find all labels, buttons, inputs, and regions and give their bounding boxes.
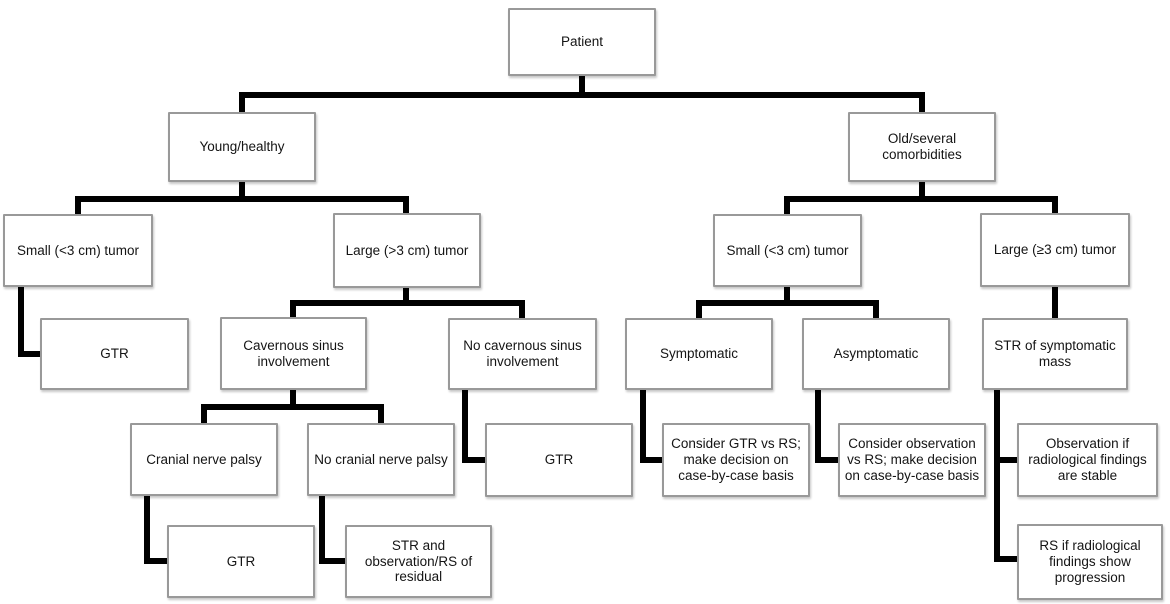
- node-cranial-nerve-palsy: Cranial nerve palsy: [130, 423, 278, 496]
- edge-segment: [290, 390, 296, 410]
- edge-segment: [579, 76, 585, 98]
- node-small-tumor-young-label: Small (<3 cm) tumor: [17, 242, 139, 258]
- edge-segment: [75, 196, 81, 214]
- edge-segment: [319, 496, 325, 564]
- node-rs-if-progression-label: RS if radiological findings show progres…: [1039, 538, 1141, 585]
- edge-segment: [403, 288, 409, 306]
- node-cavernous-involvement: Cavernous sinus involvement: [220, 317, 367, 390]
- node-asymptomatic-label: Asymptomatic: [833, 346, 919, 362]
- node-patient: Patient: [508, 8, 656, 76]
- edge-segment: [290, 300, 296, 317]
- edge-segment: [462, 457, 485, 463]
- node-consider-gtr-vs-rs: Consider GTR vs RS; make decision on cas…: [662, 423, 810, 497]
- edge-segment: [1052, 287, 1058, 318]
- edge-segment: [201, 404, 207, 423]
- node-no-cavernous-involvement: No cavernous sinus involvement: [448, 318, 597, 390]
- node-consider-observation-vs-rs: Consider observation vs RS; make decisio…: [838, 423, 986, 497]
- edge-segment: [144, 496, 150, 564]
- edge-segment: [919, 92, 925, 112]
- node-large-tumor-old: Large (≥3 cm) tumor: [980, 213, 1130, 287]
- node-str-observation-residual: STR and observation/RS of residual: [345, 525, 492, 598]
- edge-segment: [18, 287, 24, 357]
- edge-segment: [994, 556, 1017, 562]
- node-large-tumor-old-label: Large (≥3 cm) tumor: [993, 242, 1117, 258]
- node-large-tumor-young: Large (>3 cm) tumor: [333, 213, 481, 288]
- node-gtr-no-cavernous-label: GTR: [544, 452, 574, 468]
- node-no-cavernous-involvement-label: No cavernous sinus involvement: [463, 338, 582, 369]
- node-observation-if-stable-label: Observation if radiological findings are…: [1028, 436, 1147, 483]
- node-small-tumor-old: Small (<3 cm) tumor: [713, 214, 862, 287]
- edge-segment: [815, 390, 821, 463]
- edge-segment: [319, 558, 345, 564]
- node-symptomatic-label: Symptomatic: [659, 346, 739, 362]
- node-small-tumor-young: Small (<3 cm) tumor: [3, 214, 153, 287]
- edge-segment: [144, 558, 167, 564]
- node-symptomatic: Symptomatic: [625, 318, 773, 390]
- edge-segment: [239, 182, 245, 202]
- node-cavernous-involvement-label: Cavernous sinus involvement: [243, 337, 344, 369]
- edge-segment: [462, 390, 468, 463]
- edge-segment: [696, 300, 702, 318]
- edge-segment: [784, 196, 1058, 202]
- edge-segment: [994, 457, 1017, 463]
- node-gtr-cranial-palsy: GTR: [167, 525, 315, 598]
- edge-segment: [239, 92, 925, 98]
- node-young-healthy: Young/healthy: [168, 112, 316, 182]
- edge-segment: [873, 300, 879, 318]
- edge-segment: [1052, 196, 1058, 213]
- edge-segment: [519, 300, 525, 318]
- edge-segment: [640, 457, 662, 463]
- edge-segment: [75, 196, 409, 202]
- edge-segment: [201, 404, 384, 410]
- edge-segment: [239, 92, 245, 112]
- node-no-cranial-nerve-palsy-label: No cranial nerve palsy: [314, 451, 448, 467]
- node-patient-label: Patient: [560, 34, 604, 50]
- edge-segment: [815, 457, 838, 463]
- node-small-tumor-old-label: Small (<3 cm) tumor: [726, 242, 849, 258]
- node-no-cranial-nerve-palsy: No cranial nerve palsy: [307, 423, 455, 496]
- node-str-symptomatic-mass: STR of symptomatic mass: [982, 318, 1128, 390]
- node-old-comorbidities: Old/several comorbidities: [848, 112, 996, 182]
- edge-segment: [919, 182, 925, 202]
- node-observation-if-stable: Observation if radiological findings are…: [1017, 423, 1158, 497]
- node-old-comorbidities-label: Old/several comorbidities: [882, 131, 962, 162]
- edge-segment: [640, 390, 646, 463]
- node-asymptomatic: Asymptomatic: [802, 318, 950, 390]
- edge-segment: [696, 300, 879, 306]
- edge-segment: [403, 196, 409, 213]
- edge-segment: [378, 404, 384, 423]
- edge-segment: [18, 351, 42, 357]
- node-large-tumor-young-label: Large (>3 cm) tumor: [345, 242, 469, 258]
- node-young-healthy-label: Young/healthy: [199, 139, 285, 155]
- node-str-symptomatic-mass-label: STR of symptomatic mass: [994, 338, 1116, 369]
- node-gtr-no-cavernous: GTR: [485, 423, 633, 497]
- node-consider-observation-vs-rs-label: Consider observation vs RS; make decisio…: [844, 436, 980, 483]
- node-gtr-cranial-palsy-label: GTR: [226, 553, 256, 569]
- node-gtr-small-young: GTR: [40, 318, 189, 390]
- node-gtr-small-young-label: GTR: [100, 346, 129, 362]
- edge-segment: [994, 390, 1000, 562]
- node-cranial-nerve-palsy-label: Cranial nerve palsy: [146, 451, 262, 467]
- node-consider-gtr-vs-rs-label: Consider GTR vs RS; make decision on cas…: [671, 436, 801, 483]
- edge-segment: [784, 287, 790, 306]
- edge-segment: [784, 196, 790, 214]
- node-rs-if-progression: RS if radiological findings show progres…: [1017, 524, 1163, 600]
- node-str-observation-residual-label: STR and observation/RS of residual: [364, 537, 473, 585]
- edge-segment: [290, 300, 525, 306]
